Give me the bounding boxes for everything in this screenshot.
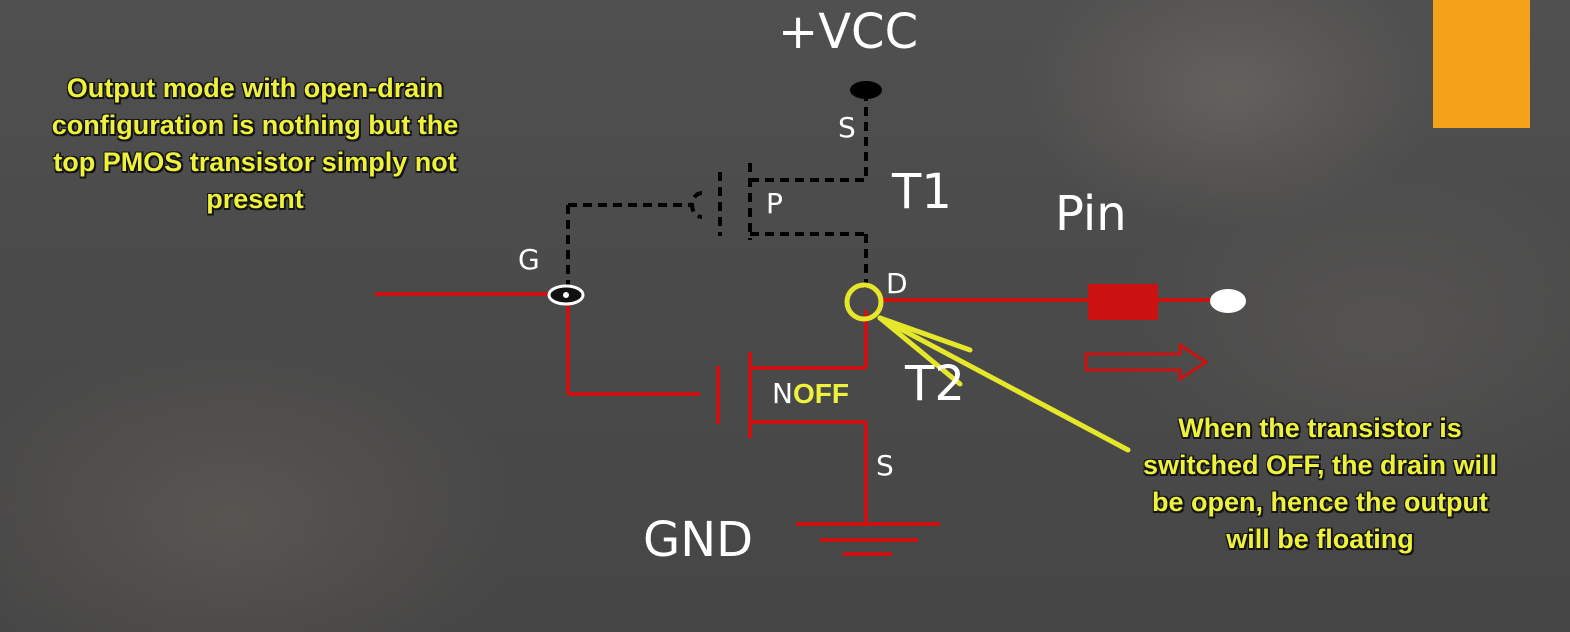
note-line: switched OFF, the drain will: [1142, 450, 1498, 480]
t2-label: T2: [905, 356, 965, 412]
nmos-state-label: NOFF: [772, 380, 849, 408]
note-line: configuration is nothing but the: [51, 110, 459, 140]
gnd-label: GND: [643, 512, 754, 568]
pmos-transistor-dashed: [566, 92, 868, 290]
accent-block: [1433, 0, 1530, 128]
right-annotation: When the transistor is switched OFF, the…: [1100, 410, 1540, 558]
nmos-label: N: [772, 377, 793, 410]
note-line: present: [206, 184, 304, 214]
off-label: OFF: [792, 378, 849, 409]
drain-highlight-circle: [844, 282, 884, 322]
t1-label: T1: [892, 164, 952, 220]
pin-label: Pin: [1055, 186, 1127, 242]
note-line: be open, hence the output: [1152, 487, 1488, 517]
pin-resistor: [1088, 284, 1158, 320]
pmos-label: P: [766, 187, 783, 220]
ground-symbol: [796, 522, 940, 556]
gate-label: G: [518, 243, 540, 276]
callout-pointer: [877, 315, 1131, 453]
note-line: When the transistor is: [1178, 413, 1462, 443]
note-line: top PMOS transistor simply not: [53, 147, 457, 177]
vcc-label: +VCC: [778, 4, 919, 60]
vcc-node: [850, 81, 882, 99]
note-line: Output mode with open-drain: [66, 73, 444, 103]
source-bottom-label: S: [876, 449, 894, 482]
pin-terminal: [1210, 289, 1246, 313]
left-annotation: Output mode with open-drain configuratio…: [10, 70, 500, 218]
drain-label: D: [886, 267, 908, 300]
source-top-label: S: [838, 111, 856, 144]
output-arrow-icon: [1084, 342, 1209, 382]
note-line: will be floating: [1226, 524, 1414, 554]
